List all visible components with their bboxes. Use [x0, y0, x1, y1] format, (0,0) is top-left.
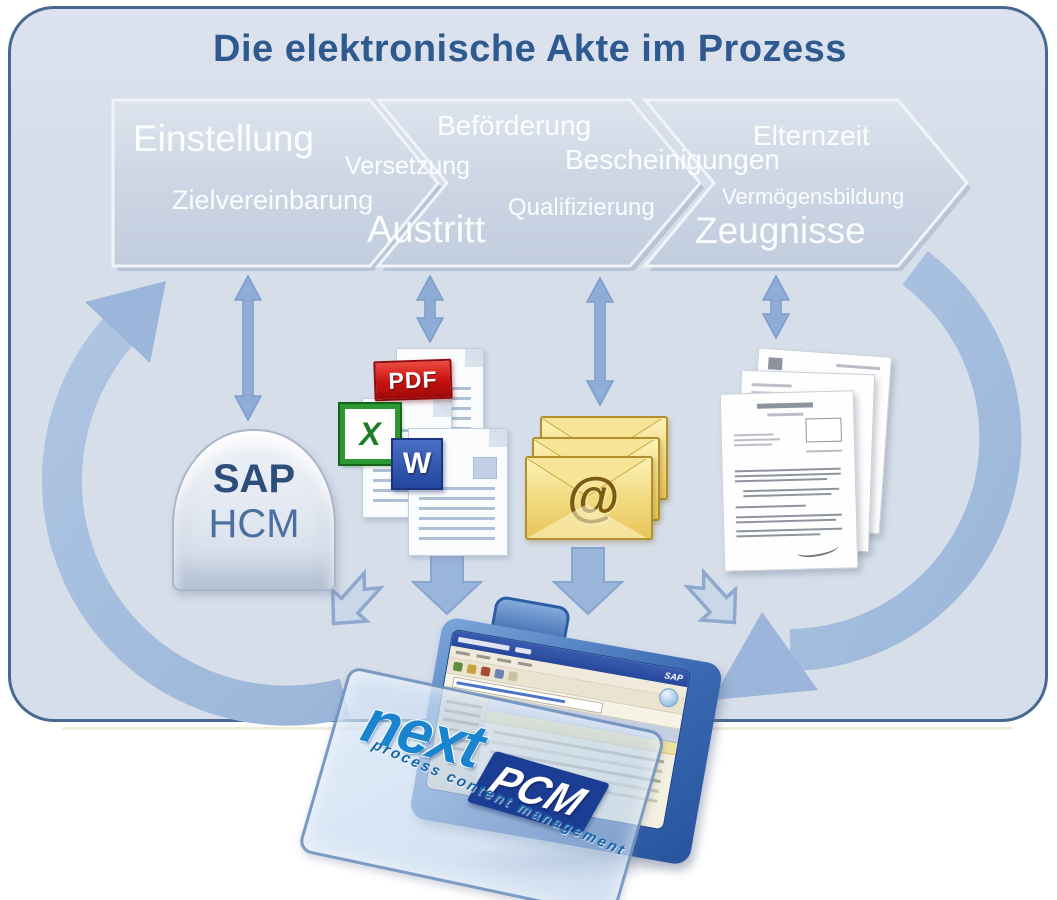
dogear-icon: [489, 429, 507, 447]
pdf-icon: PDF: [373, 358, 453, 402]
envelope-front: @: [525, 456, 653, 540]
sap-hcm-system: SAP HCM: [172, 429, 336, 591]
page-lines: [419, 487, 495, 545]
diagram-title: Die elektronische Akte im Prozess: [213, 28, 847, 70]
word-icon: W: [391, 438, 443, 490]
phase-label-versetzung: Versetzung: [345, 152, 471, 180]
phase-label-zeugnisse: Zeugnisse: [695, 210, 866, 251]
phase-label-elternzeit: Elternzeit: [753, 120, 870, 151]
phase-label-vermoegensbildung: Vermögensbildung: [722, 184, 905, 209]
excel-icon: X: [338, 402, 402, 466]
dogear-icon: [465, 349, 483, 367]
sap-logo: SAP: [663, 670, 684, 684]
phase-label-einstellung: Einstellung: [133, 118, 315, 159]
phase-label-zielvereinbarung: Zielvereinbarung: [172, 185, 374, 215]
phase-label-befoerderung: Beförderung: [437, 110, 592, 141]
sap-label: SAP: [212, 457, 296, 501]
page-thumbnail: [473, 457, 497, 479]
letter-front: [719, 390, 859, 572]
email-at-icon: @: [567, 467, 620, 527]
dogear-icon: [433, 399, 451, 417]
phase-label-austritt: Austritt: [367, 209, 486, 251]
signature-icon: [796, 539, 840, 559]
phase-label-qualifizierung: Qualifizierung: [508, 194, 655, 221]
phase-label-bescheinigungen: Bescheinigungen: [565, 144, 780, 175]
hcm-label: HCM: [208, 502, 300, 546]
